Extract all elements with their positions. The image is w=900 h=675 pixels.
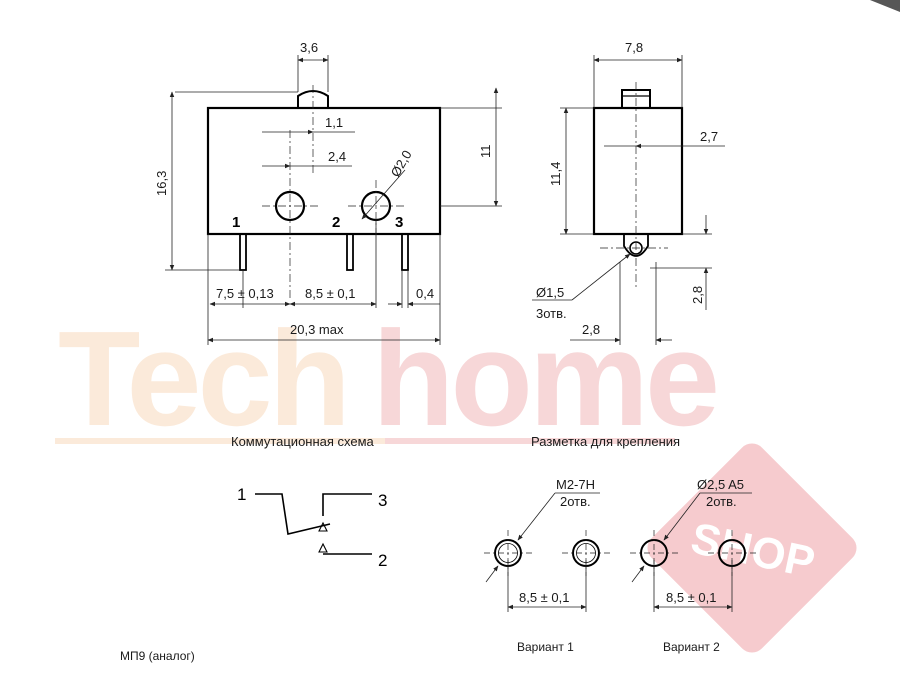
model-footnote: МП9 (аналог) [120,649,195,663]
watermark: Tech home SHOP [55,0,900,653]
watermark-brand-light: Tech [58,303,347,454]
schematic-terminal-2: 2 [378,551,387,570]
front-hole-left [274,190,306,222]
schematic-terminal-3: 3 [378,491,387,510]
v1-count: 2отв. [560,494,591,509]
schematic-contact-bottom-icon [318,542,328,553]
dim-pin-pitch-2: 8,5 ± 0,1 [305,286,356,301]
mounting-title: Разметка для крепления [531,434,680,449]
dim-body-height: 11 [478,145,493,159]
dim-total-length: 20,3 max [290,322,344,337]
watermark-brand-dark: home [372,303,716,454]
side-view [532,55,725,345]
front-pin-1 [239,233,247,271]
dim-side-width: 7,8 [625,40,643,55]
dim-pin-pitch-1: 7,5 ± 0,13 [216,286,274,301]
v2-pitch: 8,5 ± 0,1 [666,590,717,605]
corner-mark-icon [870,0,900,12]
schematic-contact-top-icon [318,521,328,532]
dim-side-actuator-offset: 2,7 [700,129,718,144]
shop-badge [647,443,857,653]
front-pin-2 [346,233,354,271]
schematic-no-wire [322,493,372,516]
schematic-common-wire [255,493,331,535]
v1-thread: M2-7H [556,477,595,492]
v2-diameter: Ø2,5 A5 [697,477,744,492]
dim-pin-thickness: 0,4 [416,286,434,301]
front-view [165,55,502,345]
mounting-markup: Разметка для крепления M2-7H 2 [484,434,756,654]
pin-label-2: 2 [332,214,340,231]
pin-label-1: 1 [232,214,240,231]
front-body [206,106,442,236]
switching-schematic: Коммутационная схема 1 3 2 [231,434,387,570]
dim-hole-diameter: Ø2,0 [388,148,415,180]
dim-pin-hole-diameter: Ø1,5 [536,285,564,300]
v1-pitch: 8,5 ± 0,1 [519,590,570,605]
v2-count: 2отв. [706,494,737,509]
dim-pin-offset-x: 2,8 [582,322,600,337]
front-view-labels: 3,6 1,1 2,4 Ø2,0 16,3 11 7,5 ± 0,13 8,5 … [154,40,493,337]
dim-pin-hole-count: 3отв. [536,306,567,321]
v2-label: Вариант 2 [663,640,720,654]
side-body [592,106,684,236]
schematic-terminal-1: 1 [237,485,246,504]
pin-label-3: 3 [395,214,403,231]
dim-side-body-height: 11,4 [548,162,563,186]
mounting-variant-1 [484,492,610,612]
dim-pin-offset-y: 2,8 [690,286,705,304]
mounting-variant-2 [630,492,756,612]
watermark-underline [55,438,385,444]
front-pin-3 [401,233,409,271]
dim-actuator-width: 3,6 [300,40,318,55]
dim-total-height: 16,3 [154,171,169,196]
watermark-underline-2 [385,438,675,444]
dim-actuator-offset: 1,1 [325,115,343,130]
schematic-title: Коммутационная схема [231,434,375,449]
side-pin [623,234,649,257]
v1-label: Вариант 1 [517,640,574,654]
dim-hole-offset: 2,4 [328,149,346,164]
side-view-labels: 7,8 2,7 11,4 Ø1,5 3отв. 2,8 2,8 [536,40,718,337]
